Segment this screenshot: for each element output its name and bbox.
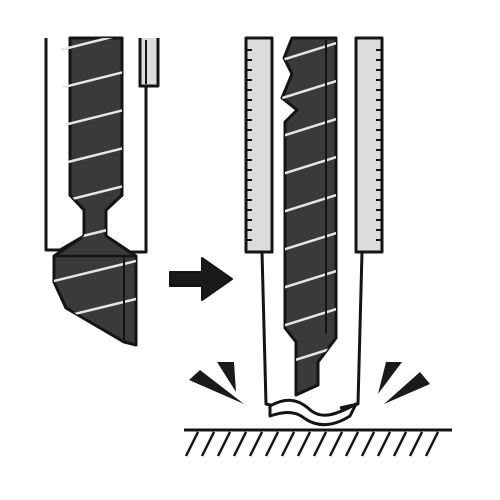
impact-right-upper (378, 362, 402, 394)
right-knife-after (244, 36, 384, 426)
right-blade (280, 36, 338, 397)
right-arrow-icon (169, 257, 233, 301)
left-knife-before (44, 36, 160, 347)
blade-tip-bent (268, 398, 358, 426)
hatched-ground (184, 428, 452, 457)
impact-burst-icon (189, 362, 430, 404)
left-blade (52, 36, 138, 347)
impact-left-lower (189, 370, 244, 404)
right-rail-ridges (376, 49, 382, 241)
impact-right-lower (384, 372, 430, 404)
impact-left-upper (217, 362, 236, 392)
left-holder-grip (138, 38, 160, 88)
left-rail-ridges (246, 49, 252, 241)
